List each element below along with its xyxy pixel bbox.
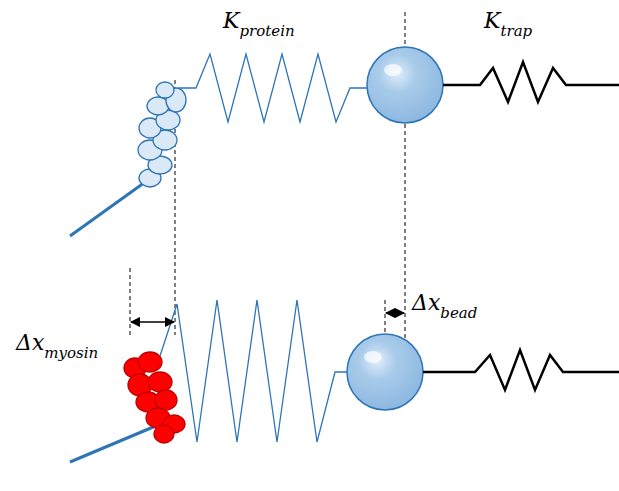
subscript-label: protein (239, 22, 294, 40)
myosin-head-post (124, 352, 185, 443)
spring-constant-label: K (223, 8, 239, 33)
trap-spring (443, 62, 619, 102)
protein-spring (178, 54, 367, 122)
lever-arm (70, 180, 148, 236)
subscript-label: bead (440, 304, 477, 322)
myosin-head-pre (138, 82, 186, 187)
displacement-label: Δx (16, 330, 44, 355)
guide-lines (130, 12, 405, 380)
protein-spring (160, 300, 347, 442)
displacement-label: Δx (412, 290, 440, 315)
lever-arm (70, 425, 158, 462)
bead (367, 47, 443, 123)
displacement-arrow (386, 312, 404, 314)
subscript-label: trap (500, 22, 532, 40)
spring-constant-label: K (484, 8, 500, 33)
bead (347, 334, 423, 410)
displacement-arrow (131, 321, 174, 323)
trap-spring (423, 350, 619, 390)
subscript-label: myosin (44, 344, 98, 362)
